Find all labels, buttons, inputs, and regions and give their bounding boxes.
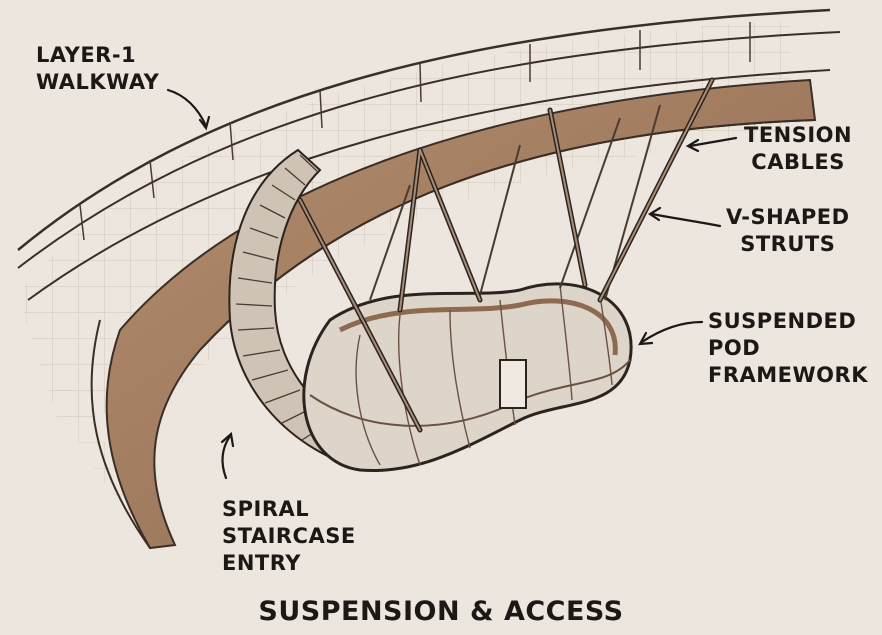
label-suspended-pod-line-3: FRAMEWORK [708, 362, 868, 389]
label-spiral-staircase-line-2: STAIRCASE [222, 523, 356, 550]
suspended-pod [304, 284, 631, 471]
label-tension-cables-line-1: TENSION [744, 122, 852, 149]
label-suspended-pod-line-2: POD [708, 335, 868, 362]
label-suspended-pod-line-1: SUSPENDED [708, 308, 868, 335]
label-walkway-line-2: WALKWAY [36, 69, 159, 96]
label-tension-cables-line-2: CABLES [744, 149, 852, 176]
diagram-title: SUSPENSION & ACCESS [0, 596, 882, 627]
label-spiral-staircase-line-3: ENTRY [222, 550, 356, 577]
pod-arrow [642, 322, 702, 342]
label-v-shaped-struts: V-SHAPED STRUTS [726, 204, 850, 258]
label-v-shaped-struts-line-2: STRUTS [726, 231, 850, 258]
label-walkway: LAYER-1 WALKWAY [36, 42, 159, 96]
struts-arrow [652, 214, 720, 226]
label-walkway-line-1: LAYER-1 [36, 42, 159, 69]
label-spiral-staircase-line-1: SPIRAL [222, 496, 356, 523]
stair-arrow [223, 436, 230, 478]
label-suspended-pod: SUSPENDED POD FRAMEWORK [708, 308, 868, 389]
label-v-shaped-struts-line-1: V-SHAPED [726, 204, 850, 231]
label-spiral-staircase: SPIRAL STAIRCASE ENTRY [222, 496, 356, 577]
label-tension-cables: TENSION CABLES [744, 122, 852, 176]
